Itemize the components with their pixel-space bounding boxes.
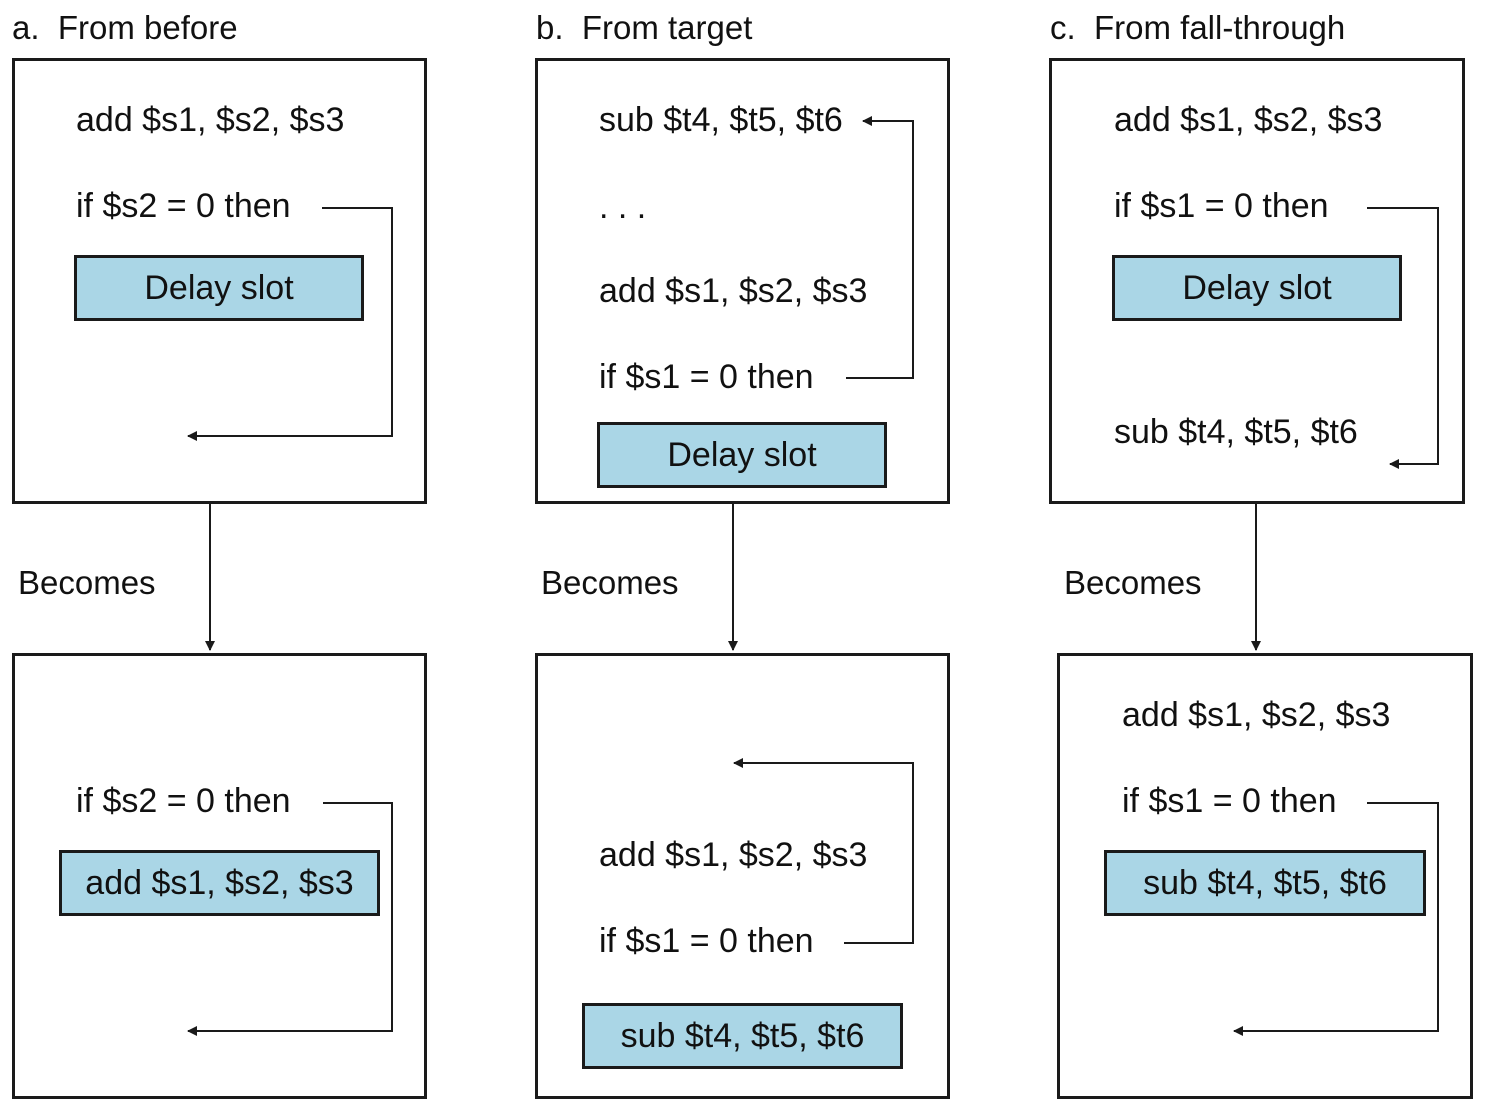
panel-b-after-line-if: if $s1 = 0 then: [599, 922, 814, 960]
panel-c-becomes-label: Becomes: [1064, 564, 1202, 601]
panel-c-before-line-sub: sub $t4, $t5, $t6: [1114, 413, 1358, 451]
panel-c-after-branch-arrow: [1233, 802, 1439, 1036]
panel-c-before-line-if: if $s1 = 0 then: [1114, 187, 1329, 225]
panel-b-delay-slot: Delay slot: [597, 422, 887, 488]
panel-a-before-line-add: add $s1, $s2, $s3: [76, 101, 345, 139]
panel-b-after-line-add: add $s1, $s2, $s3: [599, 836, 868, 874]
panel-a-filled-slot: add $s1, $s2, $s3: [59, 850, 380, 916]
panel-b-before-line-sub: sub $t4, $t5, $t6: [599, 101, 843, 139]
panel-c-before-line-add: add $s1, $s2, $s3: [1114, 101, 1383, 139]
panel-b-before-line-add: add $s1, $s2, $s3: [599, 272, 868, 310]
panel-a-title: a. From before: [12, 9, 238, 46]
panel-a-delay-slot: Delay slot: [74, 255, 364, 321]
panel-a-after-branch-arrow: [187, 802, 393, 1036]
panel-a-becomes-label: Becomes: [18, 564, 156, 601]
panel-a-after-line-if: if $s2 = 0 then: [76, 782, 291, 820]
panel-b-before-branch-arrow: [846, 116, 914, 379]
panel-c-after-line-if: if $s1 = 0 then: [1122, 782, 1337, 820]
panel-a-before-branch-arrow: [187, 207, 393, 441]
panel-b-before-line-if: if $s1 = 0 then: [599, 358, 814, 396]
panel-b-filled-slot: sub $t4, $t5, $t6: [582, 1003, 903, 1069]
panel-b-title: b. From target: [536, 9, 753, 46]
panel-b-after-branch-arrow: [733, 758, 914, 944]
panel-c-after-line-add: add $s1, $s2, $s3: [1122, 696, 1391, 734]
panel-c-title: c. From fall-through: [1050, 9, 1346, 46]
panel-b-before-line-ellipsis: . . .: [599, 188, 647, 226]
panel-c-delay-slot: Delay slot: [1112, 255, 1402, 321]
panel-c-before-branch-arrow: [1367, 207, 1439, 469]
panel-c-filled-slot: sub $t4, $t5, $t6: [1104, 850, 1426, 916]
panel-b-becomes-label: Becomes: [541, 564, 679, 601]
panel-a-before-line-if: if $s2 = 0 then: [76, 187, 291, 225]
